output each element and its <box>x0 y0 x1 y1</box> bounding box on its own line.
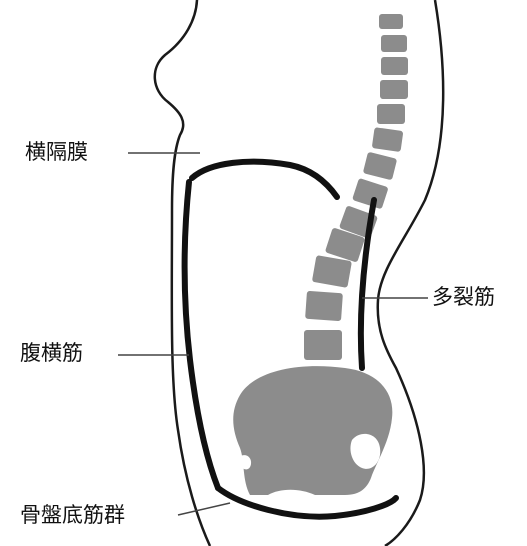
diaphragm-muscle <box>192 162 337 197</box>
vertebra <box>363 152 397 181</box>
diaphragm-label: 横隔膜 <box>25 142 88 163</box>
vertebra <box>380 80 408 99</box>
vertebra <box>304 330 342 360</box>
transversus-abdominis-muscle <box>185 182 218 488</box>
vertebra <box>381 35 407 52</box>
transversus-abdominis-label: 腹横筋 <box>20 343 83 364</box>
multifidus-label: 多裂筋 <box>432 287 495 308</box>
pelvis-bone <box>233 366 392 495</box>
vertebra <box>372 127 404 152</box>
vertebra <box>379 14 403 29</box>
pelvic-floor-leader-line <box>178 503 230 515</box>
vertebra <box>312 255 352 288</box>
vertebra <box>377 104 405 124</box>
spine <box>304 14 408 360</box>
pelvic-floor-label: 骨盤底筋群 <box>20 505 125 526</box>
pelvis-notch <box>238 455 251 469</box>
vertebra <box>305 291 343 321</box>
vertebra <box>381 57 408 75</box>
